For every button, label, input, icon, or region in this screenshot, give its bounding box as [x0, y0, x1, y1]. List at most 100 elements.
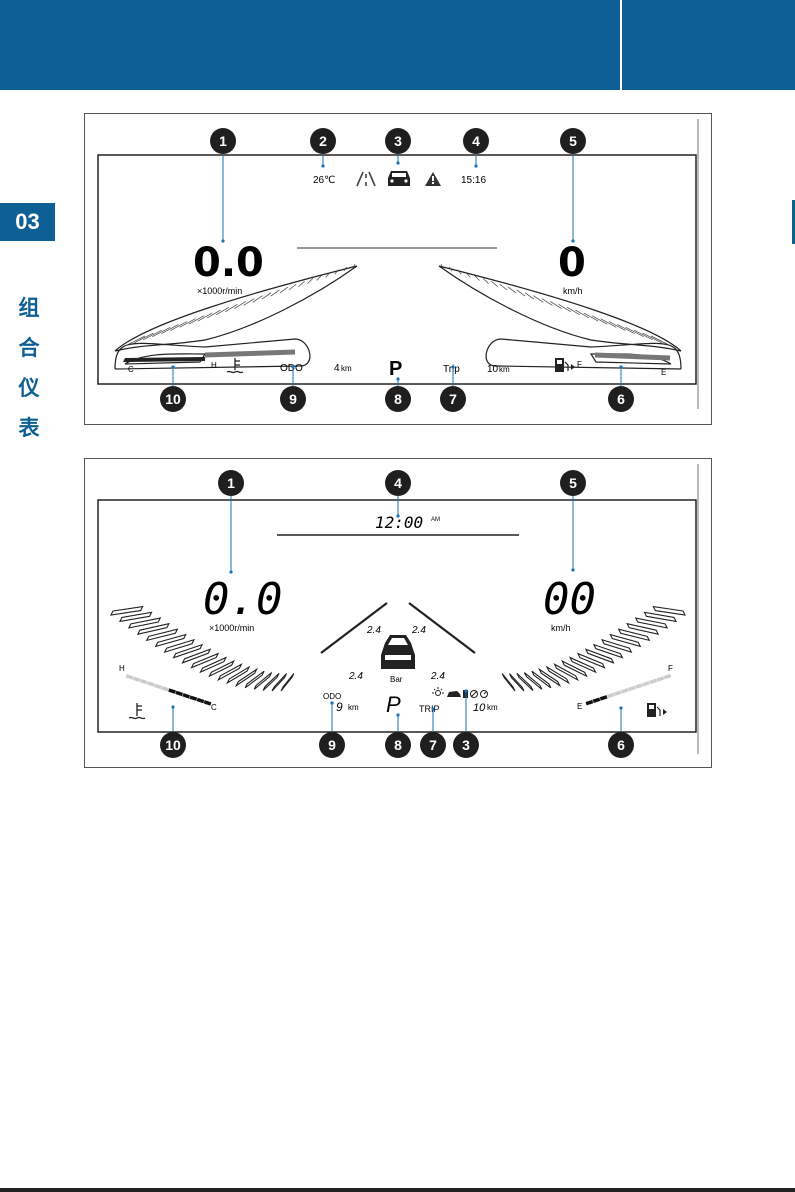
instrument-cluster-figure-1: 0.0 ×1000r/min 0 km/h 26℃ 15:16 C H ODO …: [84, 113, 712, 425]
svg-text:10: 10: [165, 391, 181, 407]
trip-unit: km: [499, 365, 510, 374]
clock-readout: 15:16: [461, 175, 486, 186]
gear-indicator: P: [386, 692, 401, 717]
callout-1: 1: [218, 470, 244, 574]
fuel-empty-label: E: [577, 702, 582, 711]
speedometer-readout: 0: [558, 240, 586, 286]
page-bottom-rule: [0, 1188, 795, 1192]
tire-rear-right: 2.4: [430, 671, 445, 682]
trip-value: 10: [487, 364, 499, 375]
svg-text:8: 8: [394, 737, 402, 753]
chapter-title-char: 表: [14, 408, 44, 448]
svg-text:8: 8: [394, 391, 402, 407]
callout-3: 3: [385, 128, 411, 165]
callout-4: 4: [385, 470, 411, 518]
tire-rear-left: 2.4: [348, 671, 363, 682]
svg-text:1: 1: [219, 133, 227, 149]
callout-8: 8: [385, 377, 411, 412]
callout-5: 5: [560, 128, 586, 243]
svg-text:7: 7: [449, 391, 457, 407]
header-band: [0, 0, 795, 90]
svg-text:10: 10: [165, 737, 181, 753]
fuel-full-label: F: [668, 664, 673, 673]
temp-low-label: C: [128, 365, 134, 374]
svg-text:4: 4: [394, 475, 402, 491]
cluster-diagram-1: 0.0 ×1000r/min 0 km/h 26℃ 15:16 C H ODO …: [85, 114, 711, 424]
fuel-empty-label: E: [661, 368, 666, 377]
display-frame: [98, 155, 696, 384]
odo-value: 9: [336, 700, 343, 714]
svg-text:4: 4: [472, 133, 480, 149]
tire-unit: Bar: [390, 675, 403, 684]
lane-icon: [357, 172, 375, 186]
car-top-icon: [381, 635, 415, 669]
fuel-pump-icon: [555, 358, 575, 372]
gear-indicator: P: [389, 358, 402, 380]
callout-1: 1: [210, 128, 236, 243]
svg-text:3: 3: [394, 133, 402, 149]
tachometer-readout: 0.0: [193, 240, 264, 286]
callout-6: 6: [608, 365, 634, 412]
temp-high-label: H: [119, 664, 125, 673]
speedometer-readout: 00: [543, 574, 596, 625]
chapter-title-char: 组: [14, 288, 44, 328]
cluster-diagram-2: 12:00 AM 0.0 ×1000r/min 00 km/h 2.4 2.4 …: [85, 459, 711, 767]
callout-5: 5: [560, 470, 586, 572]
svg-text:6: 6: [617, 737, 625, 753]
car-icon: [388, 171, 410, 186]
left-lower-bar: [123, 352, 295, 362]
outside-temperature: 26℃: [313, 175, 335, 186]
instrument-cluster-figure-2: 12:00 AM 0.0 ×1000r/min 00 km/h 2.4 2.4 …: [84, 458, 712, 768]
circle-slash-icon: [471, 691, 478, 698]
temp-low-label: C: [211, 703, 217, 712]
callout-10: 10: [160, 365, 186, 412]
svg-text:6: 6: [617, 391, 625, 407]
clock-suffix: AM: [431, 517, 440, 523]
right-lower-bar: [595, 355, 670, 358]
svg-text:9: 9: [328, 737, 336, 753]
scan-edge: [697, 119, 699, 409]
tire-front-right: 2.4: [411, 625, 426, 636]
odo-value: 4: [334, 363, 340, 374]
chapter-number-badge: 03: [0, 203, 55, 241]
tire-front-left: 2.4: [366, 625, 381, 636]
light-icon: [432, 687, 444, 696]
speedometer-unit: km/h: [551, 623, 571, 633]
fuel-level-bar: [586, 674, 672, 705]
scan-edge: [697, 464, 699, 754]
warning-icon: [425, 172, 441, 186]
coolant-temp-icon: [227, 358, 243, 373]
trip-label: Trip: [443, 364, 460, 375]
coolant-temp-icon: [129, 703, 145, 719]
odo-unit: km: [341, 364, 352, 373]
car-side-icon: [447, 691, 461, 697]
svg-text:7: 7: [429, 737, 437, 753]
svg-text:3: 3: [462, 737, 470, 753]
callout-2: 2: [310, 128, 336, 168]
callout-4: 4: [463, 128, 489, 168]
svg-text:9: 9: [289, 391, 297, 407]
trip-unit: km: [487, 703, 498, 712]
callout-3: 3: [453, 689, 479, 758]
svg-text:2: 2: [319, 133, 327, 149]
header-divider: [620, 0, 622, 90]
gauge-icon: [481, 691, 488, 698]
tachometer-unit: ×1000r/min: [209, 623, 254, 633]
chapter-title-char: 合: [14, 328, 44, 368]
odo-label: ODO: [280, 363, 303, 374]
svg-text:5: 5: [569, 475, 577, 491]
fuel-pump-icon: [647, 703, 667, 717]
coolant-temp-bar: [126, 674, 212, 705]
odo-unit: km: [348, 703, 359, 712]
tachometer-unit: ×1000r/min: [197, 286, 242, 296]
chapter-title: 组 合 仪 表: [14, 288, 44, 448]
svg-text:1: 1: [227, 475, 235, 491]
temp-high-label: H: [211, 361, 217, 370]
speedometer-unit: km/h: [563, 286, 583, 296]
fuel-full-label: F: [577, 360, 582, 369]
right-gauge-hatching: [441, 264, 671, 346]
trip-label: TRIP: [419, 704, 440, 714]
chapter-title-char: 仪: [14, 368, 44, 408]
tachometer-readout: 0.0: [203, 574, 282, 625]
svg-text:5: 5: [569, 133, 577, 149]
